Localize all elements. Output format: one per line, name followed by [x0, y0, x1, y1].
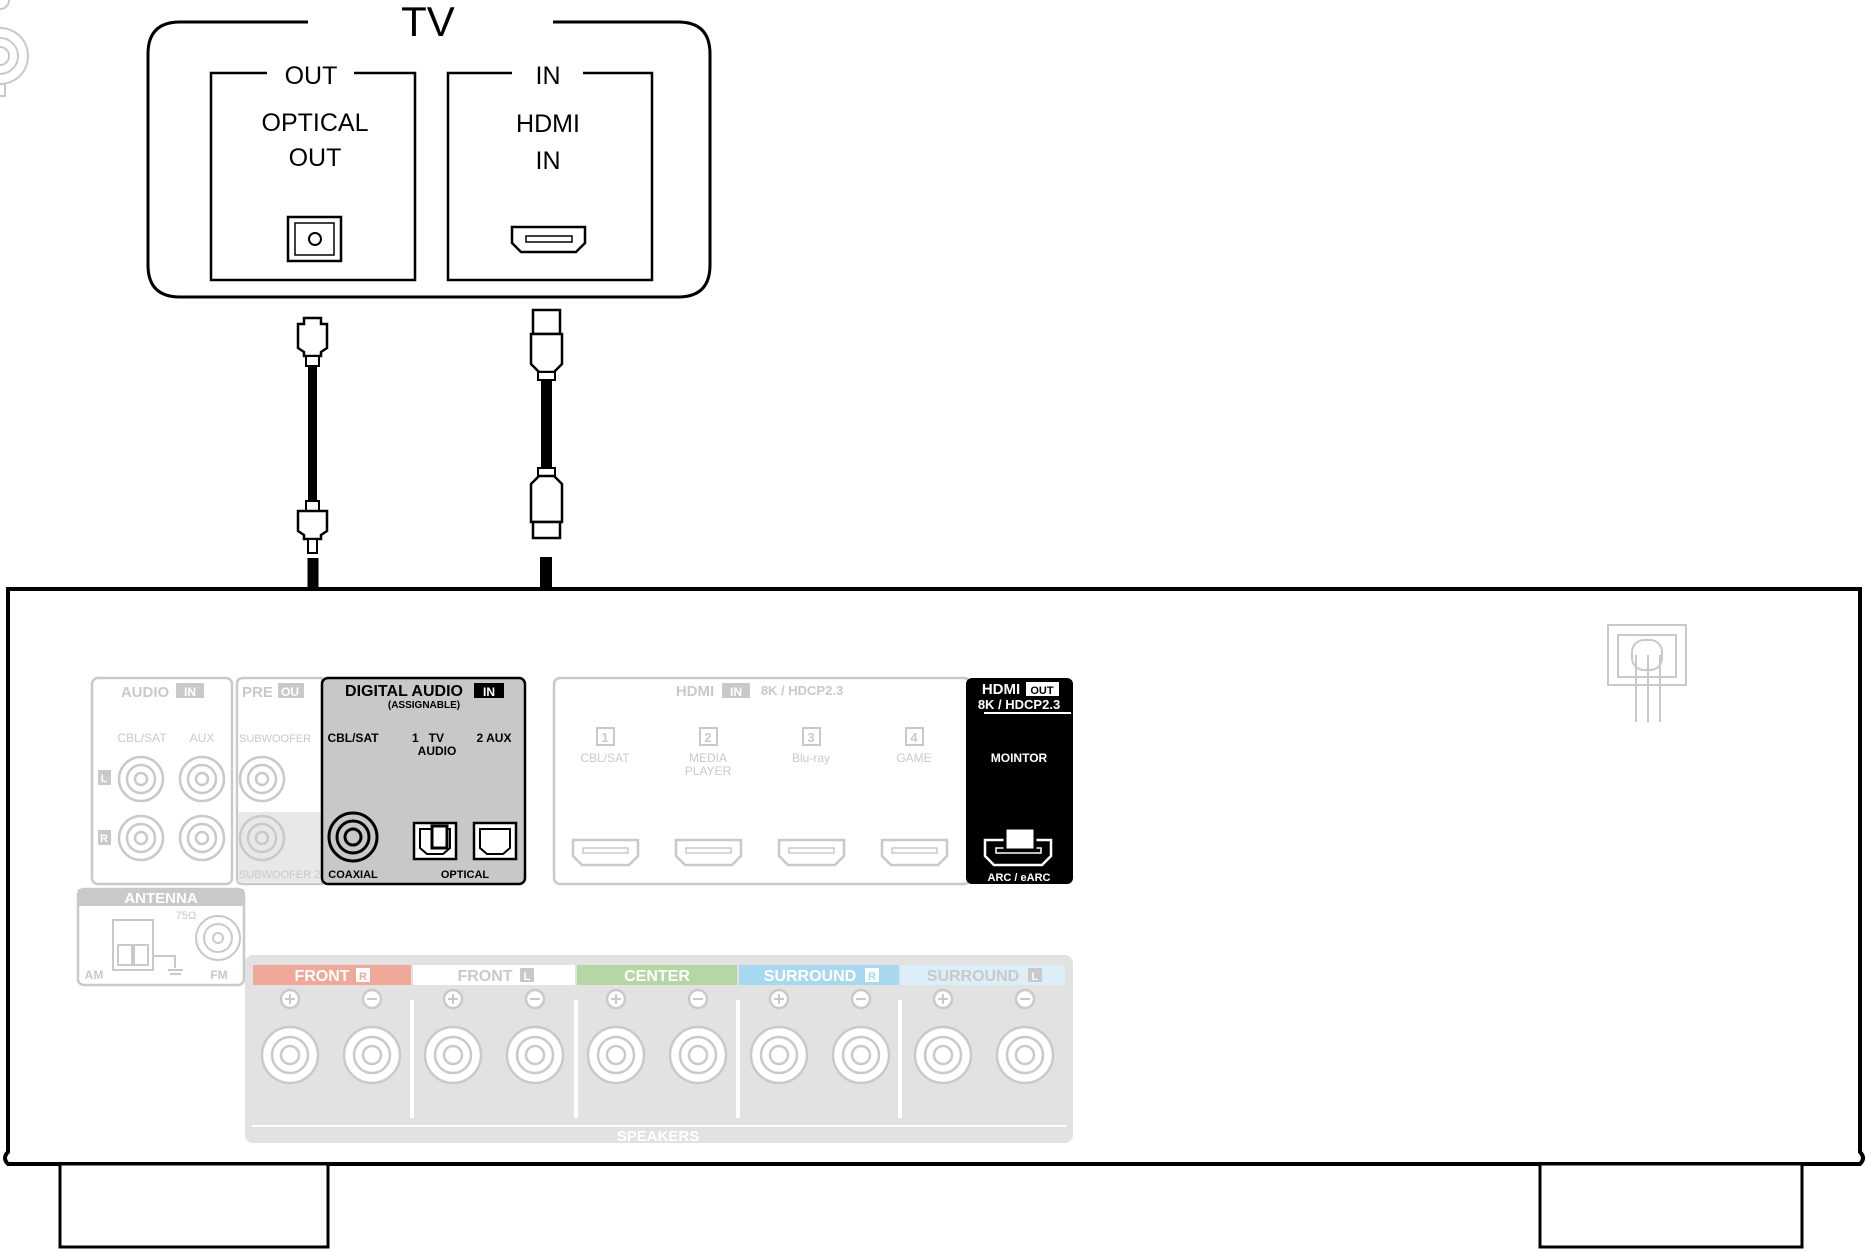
digital-audio-coaxial: COAXIAL: [328, 869, 378, 881]
digital-audio-sub: (ASSIGNABLE): [388, 700, 460, 711]
audio-in-title: AUDIO: [121, 684, 170, 701]
optical-port-2-icon: [472, 821, 518, 861]
audio-in-panel: AUDIO IN CBL/SAT AUX L R: [90, 676, 234, 886]
speaker-channel-front-l: FRONT L: [413, 965, 575, 985]
speaker-surround-l-side: L: [1032, 971, 1039, 983]
speaker-polarity-marks: [285, 994, 1030, 1004]
tv-in-section: IN HDMI IN: [446, 62, 654, 282]
hdmi-input-3-num: 3: [807, 730, 814, 745]
hdmi-out-monitor: MOINTOR: [991, 751, 1048, 765]
hdmi-input-4-num: 4: [910, 730, 918, 745]
hdmi-out-panel: HDMI OUT 8K / HDCP2.3 MOINTOR ARC / eARC: [966, 678, 1073, 884]
audio-in-right: R: [100, 833, 108, 845]
tv-optical-label-1: OPTICAL: [262, 109, 369, 137]
digital-audio-col3: 2 AUX: [477, 731, 512, 745]
digital-audio-optical: OPTICAL: [441, 869, 490, 881]
digital-audio-title: DIGITAL AUDIO: [345, 683, 463, 700]
audio-in-badge: IN: [184, 685, 196, 699]
hdmi-in-badge: IN: [730, 685, 742, 699]
hdmi-input-1-num: 1: [601, 730, 608, 745]
hdmi-input-2-label-2: PLAYER: [685, 764, 732, 778]
coaxial-port-icon: [327, 811, 379, 863]
pre-out-sub2: SUBWOOFER 2: [239, 869, 320, 881]
speaker-terminals: [0, 0, 29, 97]
tv-out-label: OUT: [285, 62, 338, 90]
pre-out-badge: OU: [281, 685, 299, 699]
speaker-front-l-name: FRONT: [457, 968, 512, 985]
audio-in-col1: CBL/SAT: [117, 731, 167, 745]
digital-audio-col1: CBL/SAT: [327, 731, 379, 745]
speakers-title: SPEAKERS: [617, 1128, 700, 1145]
tv-optical-port-icon: [286, 215, 343, 263]
pre-out-panel: PRE OU SUBWOOFER SUBWOOFER 2: [235, 676, 324, 886]
speaker-surround-r-name: SURROUND: [764, 968, 856, 985]
tv-in-label: IN: [536, 62, 561, 90]
hdmi-input-2-label-1: MEDIA: [689, 751, 727, 765]
tv-unit: TV OUT OPTICAL OUT IN HDMI IN: [146, 0, 712, 299]
speaker-surround-l-name: SURROUND: [927, 968, 1019, 985]
speaker-front-l-side: L: [524, 971, 531, 983]
power-inlet-icon: [1607, 624, 1687, 722]
tv-hdmi-port-icon: [510, 225, 587, 254]
hdmi-input-3-label: Blu-ray: [792, 751, 830, 765]
hdmi-out-badge: OUT: [1030, 685, 1054, 697]
hdmi-in-spec: 8K / HDCP2.3: [761, 683, 843, 698]
hdmi-in-title: HDMI: [676, 683, 714, 700]
antenna-panel: ANTENNA 75Ω AM FM: [76, 887, 246, 987]
hdmi-out-spec: 8K / HDCP2.3: [978, 697, 1060, 712]
hdmi-input-1: 1 CBL/SAT: [571, 727, 640, 867]
hdmi-in-panel: HDMI IN 8K / HDCP2.3 1 CBL/SAT 2 MEDIA P…: [552, 676, 972, 886]
pre-out-title: PRE: [242, 684, 273, 701]
antenna-fm: FM: [210, 968, 227, 982]
hdmi-input-1-label: CBL/SAT: [580, 751, 630, 765]
hdmi-out-title: HDMI: [982, 681, 1020, 698]
tv-out-section: OUT OPTICAL OUT: [209, 62, 417, 282]
tv-hdmi-label-2: IN: [536, 147, 561, 175]
tv-optical-label-2: OUT: [289, 144, 342, 172]
digital-audio-col2b: AUDIO: [418, 744, 457, 758]
hdmi-input-2-num: 2: [704, 730, 711, 745]
digital-audio-col2a: 1 TV: [412, 731, 444, 745]
tv-hdmi-label-1: HDMI: [516, 110, 580, 138]
antenna-ohm: 75Ω: [176, 910, 196, 922]
speaker-channel-front-r: FRONT R: [253, 965, 411, 985]
speaker-front-r-name: FRONT: [294, 968, 349, 985]
antenna-am: AM: [85, 968, 104, 982]
hdmi-input-2: 2 MEDIA PLAYER: [674, 727, 743, 867]
hdmi-input-3: 3 Blu-ray: [777, 727, 846, 867]
tv-title: TV: [401, 0, 455, 45]
pre-out-sub1: SUBWOOFER: [239, 733, 311, 745]
speaker-channel-center: CENTER: [577, 965, 737, 985]
audio-in-col2: AUX: [190, 731, 215, 745]
hdmi-input-4-label: GAME: [896, 751, 931, 765]
audio-in-left: L: [101, 773, 108, 785]
speaker-channel-surround-l: SURROUND L: [901, 965, 1065, 985]
speaker-front-r-side: R: [359, 971, 367, 983]
digital-audio-badge: IN: [483, 685, 495, 699]
speaker-terminal-set: [260, 988, 1055, 1085]
antenna-title: ANTENNA: [124, 890, 197, 907]
hdmi-input-4: 4 GAME: [880, 727, 949, 867]
digital-audio-panel: DIGITAL AUDIO IN (ASSIGNABLE) CBL/SAT 1 …: [320, 676, 527, 886]
speaker-dividers: [252, 1000, 1066, 1127]
speakers-panel: FRONT R FRONT L CENTER SURROUND R SURROU…: [0, 0, 1073, 1145]
hdmi-out-arc: ARC / eARC: [988, 872, 1051, 884]
speaker-center-name: CENTER: [624, 968, 690, 985]
speaker-channel-surround-r: SURROUND R: [739, 965, 899, 985]
speaker-surround-r-side: R: [868, 971, 876, 983]
